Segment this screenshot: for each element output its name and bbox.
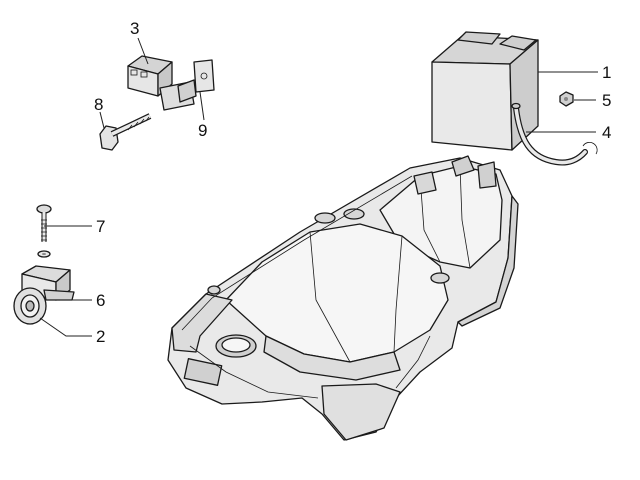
callout-1: 1 [602, 63, 611, 82]
battery [431, 31, 539, 151]
leader-2 [39, 317, 92, 337]
rubber-mount [13, 265, 75, 325]
callout-labels: 1 2 3 4 5 6 7 8 9 [94, 19, 611, 346]
callout-9: 9 [198, 121, 207, 140]
nut [559, 91, 574, 107]
leader-lines [39, 37, 598, 337]
leader-8 [99, 111, 105, 129]
bolt-8 [99, 113, 152, 151]
helmet-compartment [167, 155, 519, 441]
callout-7: 7 [96, 217, 105, 236]
callout-2: 2 [96, 327, 105, 346]
callout-3: 3 [130, 19, 139, 38]
leader-9 [199, 91, 205, 121]
relay [127, 55, 195, 111]
callout-4: 4 [602, 123, 611, 142]
callout-8: 8 [94, 95, 103, 114]
leader-3 [137, 37, 149, 65]
bolt-7 [36, 204, 52, 258]
callout-5: 5 [602, 91, 611, 110]
bracket [177, 59, 215, 103]
battery-vent-tube [511, 102, 598, 166]
callout-6: 6 [96, 291, 105, 310]
